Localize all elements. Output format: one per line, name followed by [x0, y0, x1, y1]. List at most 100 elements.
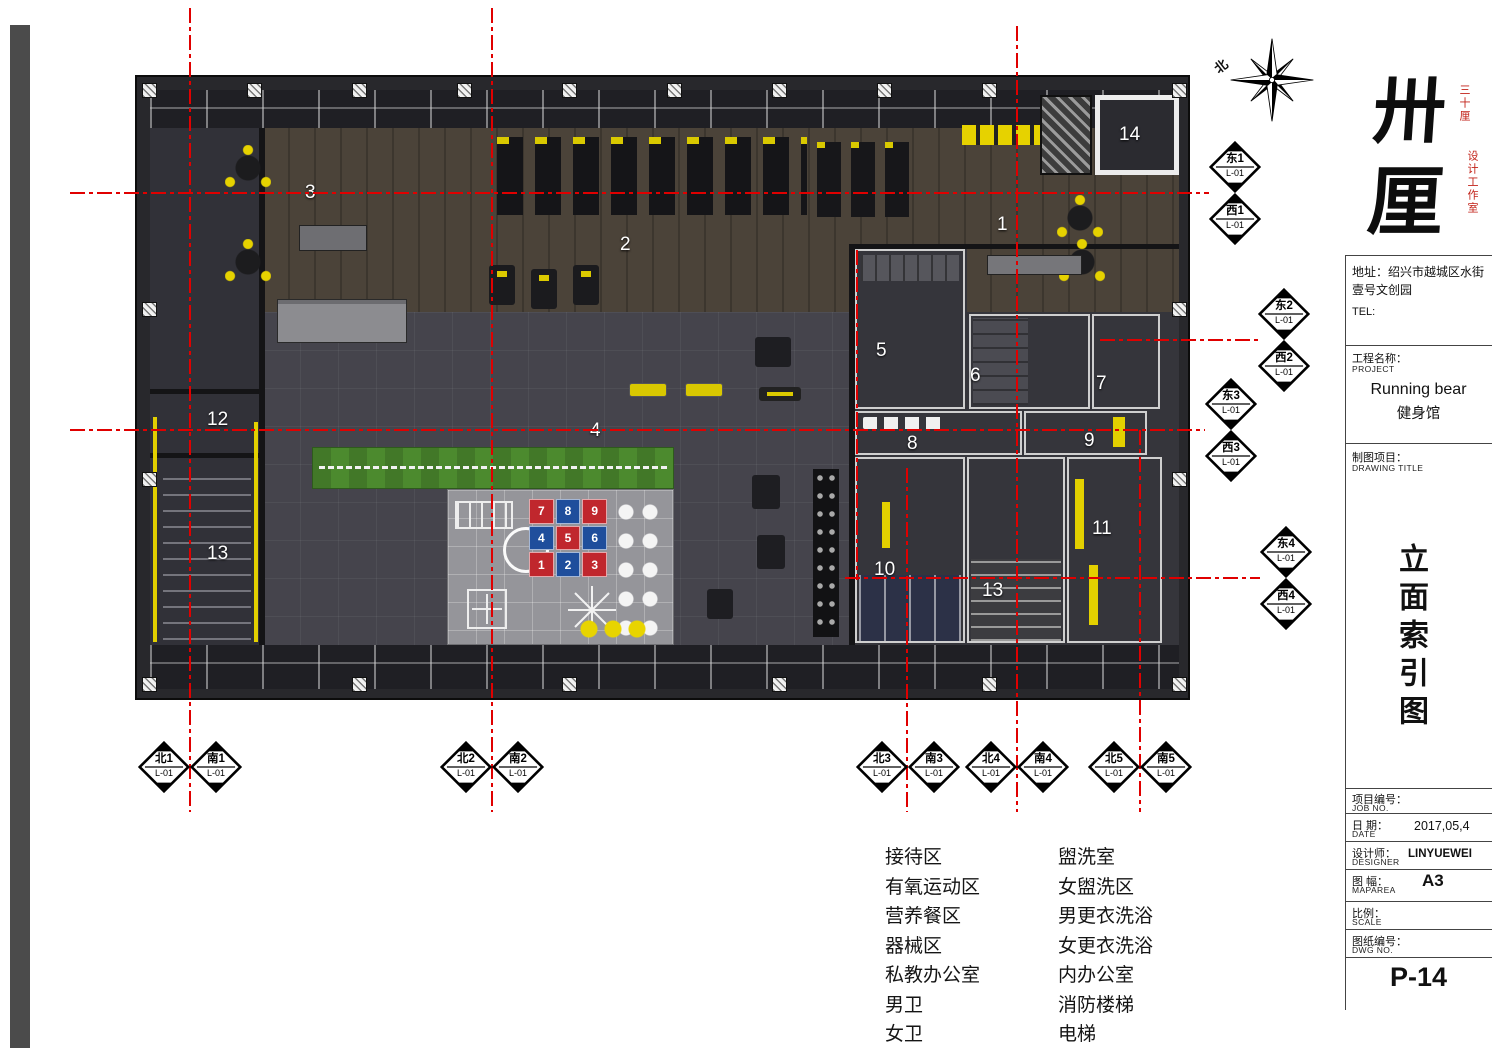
column-marker [352, 677, 367, 692]
diamond-icon [492, 741, 544, 793]
room-14 [1095, 95, 1179, 175]
column-marker [142, 677, 157, 692]
section-line-east-west-2 [1100, 339, 1258, 341]
zone-number: 13 [982, 580, 1004, 601]
elevation-marker-west-2: 西2 L-01 [1258, 340, 1310, 392]
section-line-interior [856, 250, 858, 580]
marker-direction: 北5 [1105, 753, 1123, 765]
marker-sheet: L-01 [1221, 405, 1240, 415]
zone-number: 10 [874, 559, 896, 580]
zone-number: 14 [1119, 124, 1141, 145]
diamond-icon [138, 741, 190, 793]
strength-machine [489, 265, 515, 305]
section-line-north-south-2 [491, 8, 493, 812]
glass-wall-strip [153, 417, 157, 642]
bottom-wall-band [150, 645, 1179, 689]
marker-direction: 南2 [509, 753, 527, 765]
title-block-border [1345, 255, 1346, 1010]
diamond-icon [1017, 741, 1069, 793]
elevation-marker-west-4: 西4 L-01 [1260, 578, 1312, 630]
diamond-icon [1260, 526, 1312, 578]
title-block-divider [1345, 929, 1492, 930]
size-value: A3 [1422, 871, 1444, 890]
marker-direction: 西1 [1226, 205, 1244, 217]
diamond-icon [190, 741, 242, 793]
yellow-bench [629, 383, 667, 397]
mat-tile: 9 [582, 499, 607, 524]
marker-sheet: L-01 [154, 768, 173, 778]
strength-machine [755, 337, 791, 367]
title-block-divider [1345, 788, 1492, 789]
zone-number: 6 [970, 365, 981, 386]
dwg-no-label-en: DWG NO. [1352, 945, 1394, 955]
elevation-marker-north-3: 北3 L-01 [856, 741, 908, 793]
legend-item: 消防楼梯 [1058, 994, 1135, 1016]
wing-wall [259, 128, 265, 645]
marker-sheet: L-01 [456, 768, 475, 778]
date-label-cn: 日 期： [1352, 820, 1389, 832]
mat-tile: 7 [529, 499, 554, 524]
cabinet-block [973, 318, 1028, 405]
designer-value: LINYUEWEI [1408, 848, 1472, 860]
weight-rack-row [817, 142, 912, 217]
marker-direction: 北4 [982, 753, 1000, 765]
marker-direction: 西3 [1222, 442, 1240, 454]
drawing-title-label-en: DRAWING TITLE [1352, 463, 1424, 473]
column-marker [247, 83, 262, 98]
zone-number: 12 [207, 409, 229, 430]
elevation-marker-east-1: 东1 L-01 [1209, 141, 1261, 193]
diamond-icon [1209, 141, 1261, 193]
mat-tile: 2 [555, 552, 581, 577]
legend-item: 有氧运动区 [885, 876, 981, 898]
size-label-cn: 图 幅： [1352, 876, 1389, 888]
marker-direction: 南4 [1034, 753, 1052, 765]
diamond-icon [1209, 193, 1261, 245]
scale-label-cn: 比例： [1352, 908, 1385, 920]
title-block-divider [1345, 957, 1492, 958]
column-marker [667, 83, 682, 98]
section-line-north-south-4 [1016, 26, 1018, 812]
elevation-marker-north-4: 北4 L-01 [965, 741, 1017, 793]
turf-center-line [319, 466, 667, 469]
strength-machine [752, 475, 780, 509]
block-wall-horizontal [849, 244, 1179, 249]
marker-direction: 西4 [1277, 590, 1295, 602]
reception-table-chairs [225, 145, 271, 191]
elevation-marker-south-4: 南4 L-01 [1017, 741, 1069, 793]
diamond-icon [1205, 430, 1257, 482]
strength-machine [573, 265, 599, 305]
title-block-divider [1345, 443, 1492, 444]
section-line-east-west-4 [845, 577, 1260, 579]
marker-sheet: L-01 [508, 768, 527, 778]
dumbbell-rack [813, 469, 839, 637]
marker-sheet: L-01 [1274, 367, 1293, 377]
column-marker [1172, 83, 1187, 98]
mat-tile: 6 [582, 525, 607, 551]
title-block-divider [1345, 841, 1492, 842]
mat-tile: 5 [555, 525, 581, 551]
strength-machine [531, 269, 557, 309]
column-marker [982, 677, 997, 692]
diamond-icon [1260, 578, 1312, 630]
zone-number: 2 [620, 234, 631, 255]
legend-column-1: 接待区 有氧运动区 营养餐区 器械区 私教办公室 男卫 女卫 [885, 843, 980, 1050]
marker-direction: 南3 [925, 753, 943, 765]
marker-sheet: L-01 [1276, 605, 1295, 615]
top-wall-band [150, 90, 1179, 128]
elevation-marker-east-2: 东2 L-01 [1258, 288, 1310, 340]
column-marker [142, 83, 157, 98]
marker-direction: 北1 [155, 753, 173, 765]
elevation-marker-south-5: 南5 L-01 [1140, 741, 1192, 793]
title-block-divider [1345, 901, 1492, 902]
title-block-divider [1345, 869, 1492, 870]
zone-number: 7 [1096, 373, 1107, 394]
project-label-cn: 工程名称： [1352, 353, 1407, 365]
marker-direction: 南1 [207, 753, 225, 765]
zone-number: 4 [590, 420, 601, 442]
elevation-marker-north-1: 北1 L-01 [138, 741, 190, 793]
marker-direction: 西2 [1275, 352, 1293, 364]
diamond-icon [856, 741, 908, 793]
marker-direction: 北2 [457, 753, 475, 765]
column-marker [982, 83, 997, 98]
numbered-tile-grid: 7 8 9 4 5 6 1 2 3 [529, 499, 607, 577]
